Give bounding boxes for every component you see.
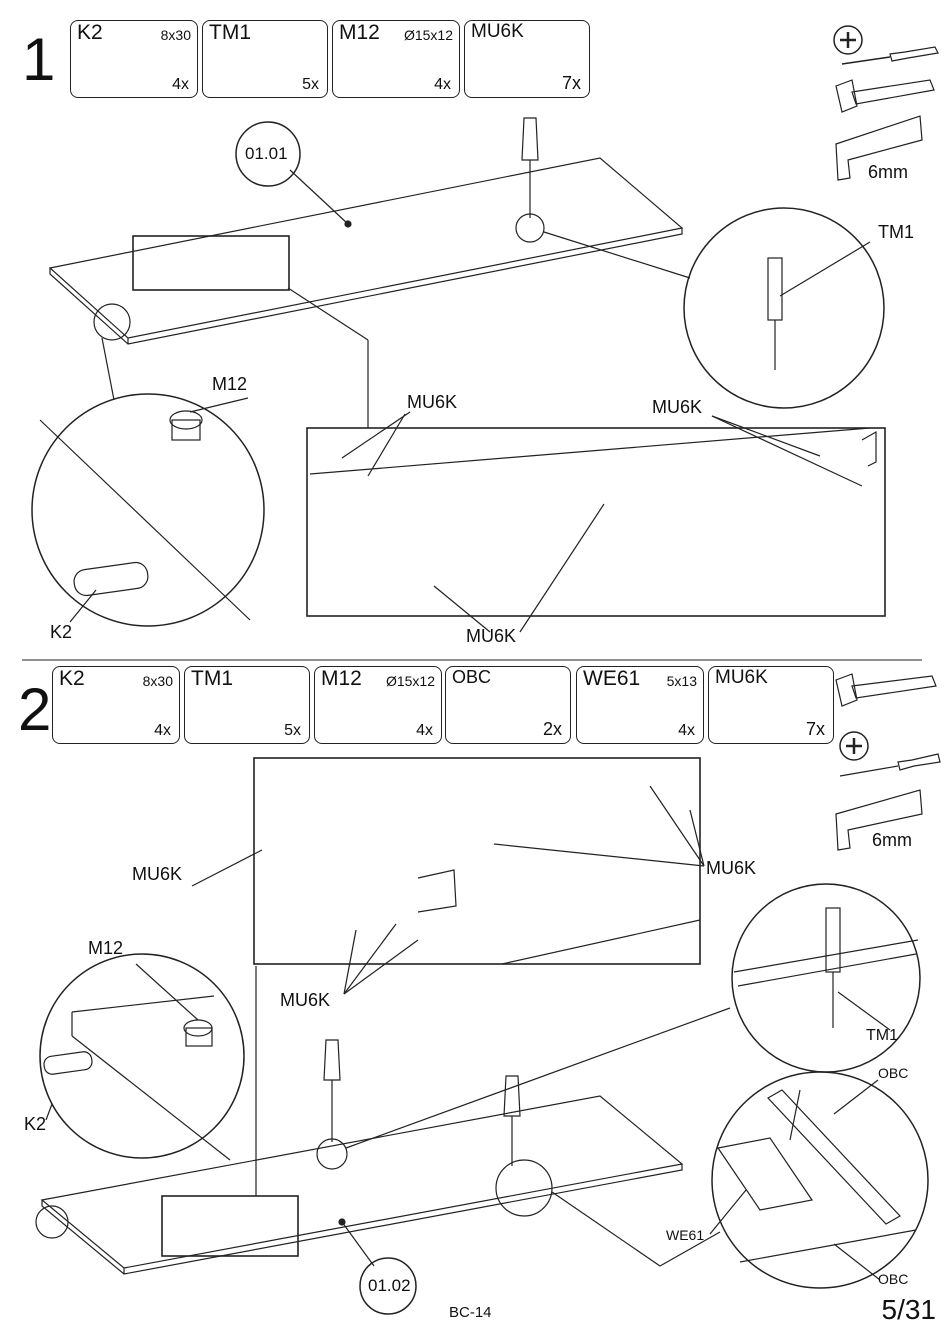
- callout-m12: M12: [88, 938, 123, 959]
- part-size: 8x30: [161, 27, 191, 43]
- part-box-mu6k: MU6K 7x: [464, 20, 590, 98]
- part-box-m12: M12 Ø15x12 4x: [314, 666, 442, 744]
- hammer-icon: [836, 80, 934, 112]
- part-qty: 4x: [154, 722, 171, 740]
- screwdriver-icon: [840, 732, 940, 776]
- callout-mu6k: MU6K: [407, 392, 457, 413]
- callout-m12: M12: [212, 374, 247, 395]
- part-code: OBC: [452, 667, 491, 688]
- callout-k2: K2: [24, 1114, 46, 1135]
- part-qty: 4x: [434, 76, 451, 94]
- detail-circle-obc: [712, 1072, 928, 1288]
- part-box-k2: K2 8x30 4x: [52, 666, 180, 744]
- callout-mu6k: MU6K: [652, 397, 702, 418]
- hammer-icon: [836, 674, 936, 706]
- detail-circle-m12: [32, 394, 264, 626]
- panel-id: 01.02: [368, 1276, 411, 1296]
- page-number: 5/31: [882, 1294, 937, 1326]
- callout-tm1: TM1: [878, 222, 914, 243]
- callout-obc: OBC: [878, 1271, 908, 1287]
- part-box-we61: WE61 5x13 4x: [576, 666, 704, 744]
- callout-obc: OBC: [878, 1065, 908, 1081]
- part-code: K2: [59, 667, 85, 691]
- panel-id: 01.01: [245, 144, 288, 164]
- part-qty: 4x: [678, 722, 695, 740]
- part-size: 5x13: [667, 673, 697, 689]
- step-number: 1: [22, 30, 55, 90]
- callout-mu6k: MU6K: [132, 864, 182, 885]
- part-code: MU6K: [471, 21, 524, 43]
- part-code: M12: [339, 21, 380, 45]
- part-qty: 2x: [543, 719, 562, 740]
- part-size: Ø15x12: [386, 673, 435, 689]
- part-qty: 5x: [302, 76, 319, 94]
- allen-key-size: 6mm: [872, 830, 912, 851]
- part-size: Ø15x12: [404, 27, 453, 43]
- document-code: BC-14: [449, 1304, 492, 1321]
- callout-mu6k: MU6K: [706, 858, 756, 879]
- part-code: TM1: [209, 21, 251, 45]
- part-qty: 5x: [284, 722, 301, 740]
- part-box-mu6k: MU6K 7x: [708, 666, 834, 744]
- part-box-k2: K2 8x30 4x: [70, 20, 198, 98]
- panel-01-02: [42, 1096, 682, 1274]
- callout-tm1: TM1: [866, 1027, 898, 1045]
- zoom-box-step2: [254, 758, 700, 964]
- part-box-obc: OBC 2x: [445, 666, 571, 744]
- callout-mu6k: MU6K: [466, 626, 516, 647]
- part-size: 8x30: [143, 673, 173, 689]
- part-code: WE61: [583, 667, 640, 691]
- part-qty: 4x: [172, 76, 189, 94]
- part-code: MU6K: [715, 667, 768, 689]
- step-number: 2: [18, 680, 51, 740]
- panel-01-01: [50, 158, 682, 344]
- callout-k2: K2: [50, 622, 72, 643]
- screwdriver-icon: [834, 26, 938, 64]
- detail-circle-tm1: [684, 208, 884, 408]
- part-code: M12: [321, 667, 362, 691]
- callout-mu6k: MU6K: [280, 990, 330, 1011]
- part-box-tm1: TM1 5x: [184, 666, 310, 744]
- part-qty: 4x: [416, 722, 433, 740]
- part-code: TM1: [191, 667, 233, 691]
- part-qty: 7x: [806, 719, 825, 740]
- part-box-m12: M12 Ø15x12 4x: [332, 20, 460, 98]
- part-qty: 7x: [562, 73, 581, 94]
- callout-we61: WE61: [666, 1227, 704, 1243]
- part-box-tm1: TM1 5x: [202, 20, 328, 98]
- allen-key-size: 6mm: [868, 162, 908, 183]
- part-code: K2: [77, 21, 103, 45]
- detail-circle-m12: [40, 954, 244, 1158]
